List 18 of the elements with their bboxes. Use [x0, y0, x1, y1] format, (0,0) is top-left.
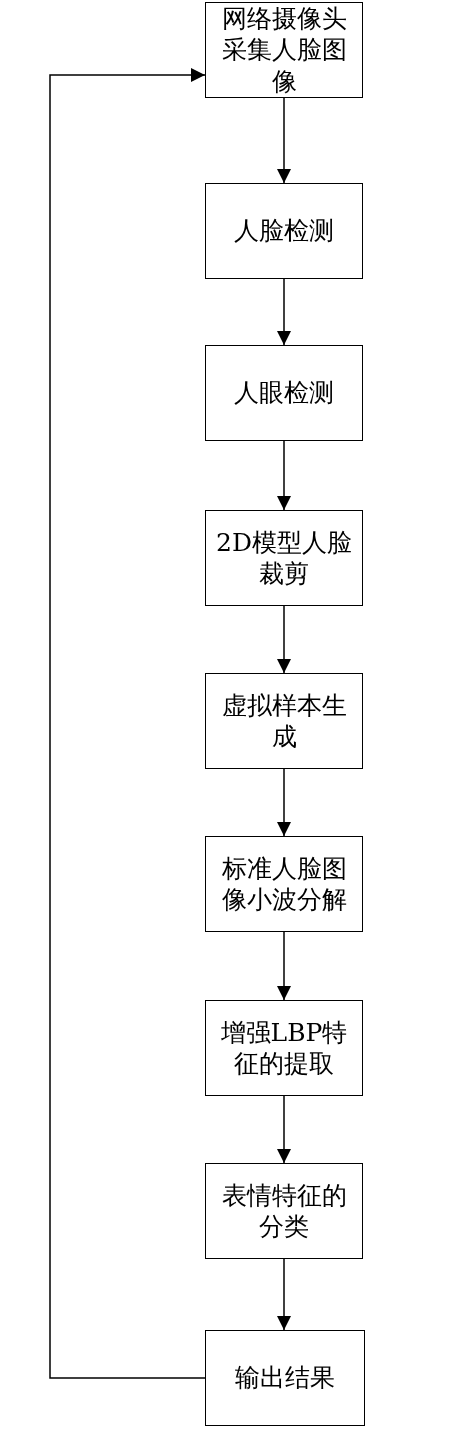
- arrow: [277, 1095, 291, 1164]
- process-box: 输出结果: [205, 1330, 365, 1426]
- arrow: [277, 768, 291, 837]
- arrow: [277, 97, 291, 184]
- arrow: [277, 605, 291, 674]
- process-box: 网络摄像头采集人脸图像: [205, 2, 363, 98]
- arrow: [277, 931, 291, 1001]
- arrow: [277, 278, 291, 346]
- process-box: 人眼检测: [205, 345, 363, 441]
- arrow: [277, 1258, 291, 1331]
- process-box: 增强LBP特征的提取: [205, 1000, 363, 1096]
- process-box: 2D模型人脸裁剪: [205, 510, 363, 606]
- process-box: 虚拟样本生成: [205, 673, 363, 769]
- process-box: 表情特征的分类: [205, 1163, 363, 1259]
- arrow: [49, 68, 206, 1379]
- process-box: 人脸检测: [205, 183, 363, 279]
- arrow: [277, 440, 291, 511]
- process-box: 标准人脸图像小波分解: [205, 836, 363, 932]
